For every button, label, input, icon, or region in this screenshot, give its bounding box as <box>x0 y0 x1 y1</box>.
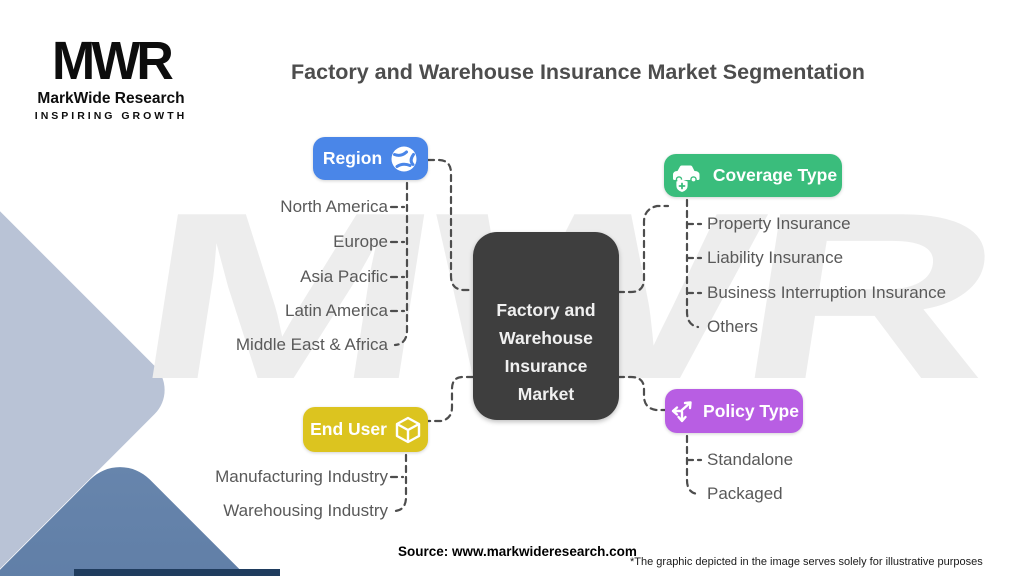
branch-node-coverage-type: Coverage Type <box>664 154 842 197</box>
cube-icon <box>395 416 421 444</box>
logo-name: MarkWide Research <box>37 90 185 107</box>
central-node-line: Insurance <box>504 356 588 376</box>
disclaimer-text: *The graphic depicted in the image serve… <box>630 556 983 568</box>
branch-node-region: Region <box>313 137 428 180</box>
source-text: Source: www.markwideresearch.com <box>398 544 637 559</box>
central-node: Factory and Warehouse Insurance Market <box>473 232 619 420</box>
branch-label-policy-type: Policy Type <box>703 400 799 421</box>
branch-label-end-user: End User <box>310 419 387 439</box>
region-item-europe: Europe <box>333 232 388 251</box>
region-item-latin-america: Latin America <box>285 301 388 320</box>
branch-label-coverage-type: Coverage Type <box>712 165 838 185</box>
policy-item-standalone: Standalone <box>707 450 794 469</box>
branch-label-region: Region <box>322 148 383 168</box>
logo-tagline: INSPIRING GROWTH <box>34 110 188 122</box>
end-user-item-manufacturing-industry: Manufacturing Industry <box>215 467 388 486</box>
region-item-asia-pacific: Asia Pacific <box>300 267 388 286</box>
coverage-item-liability-insurance: Liability Insurance <box>707 248 844 267</box>
logo-mark: MWR <box>51 31 174 91</box>
central-node-line: Factory and <box>496 300 596 320</box>
central-node-line: Market <box>517 384 575 404</box>
region-item-middle-east-africa: Middle East & Africa <box>235 335 388 354</box>
end-user-item-warehousing-industry: Warehousing Industry <box>223 501 388 520</box>
region-item-north-america: North America <box>280 197 388 216</box>
decor-corner-navy-strip <box>74 569 280 576</box>
branch-node-end-user: End User <box>303 407 428 452</box>
central-node-line: Warehouse <box>499 328 593 348</box>
globe-icon <box>390 145 418 173</box>
coverage-item-business-interruption-insurance: Business Interruption Insurance <box>707 283 947 302</box>
brand-logo: MWR MarkWide Research INSPIRING GROWTH <box>33 33 189 122</box>
branch-node-policy-type: Policy Type <box>665 389 803 433</box>
coverage-item-others: Others <box>707 317 759 336</box>
page-title: Factory and Warehouse Insurance Market S… <box>291 60 865 84</box>
insured-car-icon <box>669 159 705 193</box>
policy-item-packaged: Packaged <box>707 484 783 503</box>
move-arrows-icon <box>669 398 695 424</box>
coverage-item-property-insurance: Property Insurance <box>707 214 851 233</box>
